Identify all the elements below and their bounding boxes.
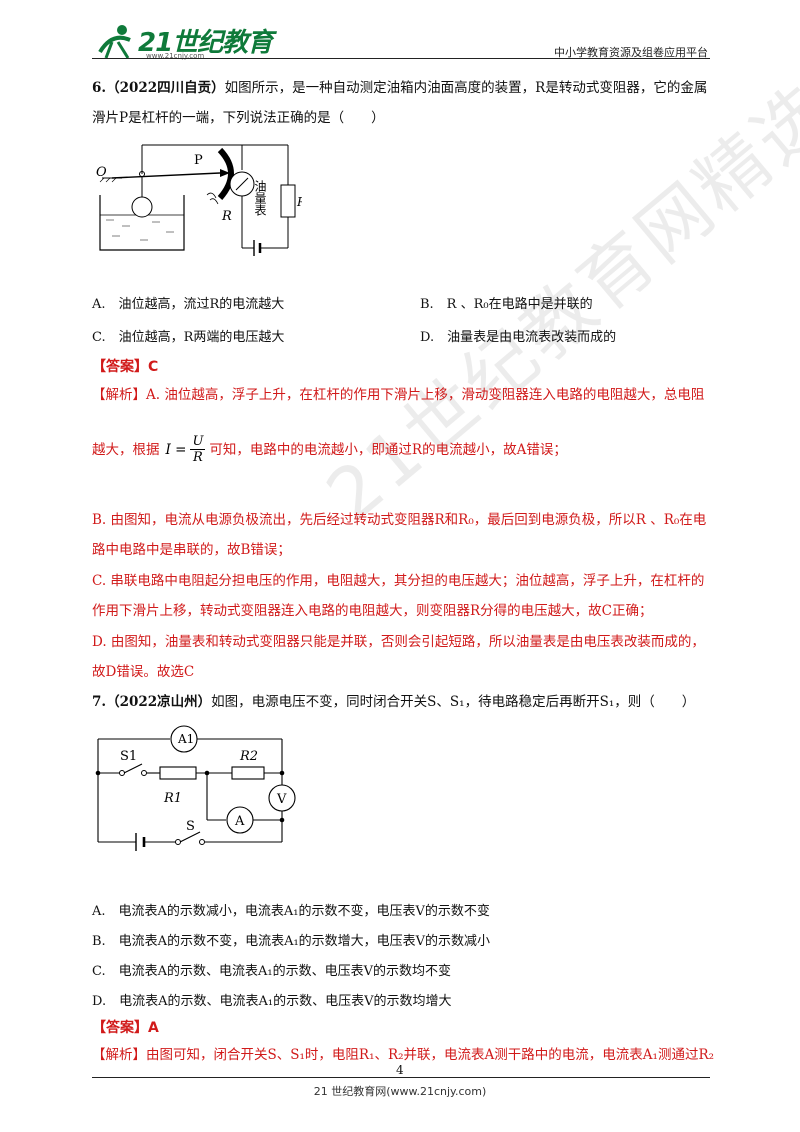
q6-analysis-line2-post: 可知，电路中的电流越小，即通过R的电流越小，故A错误；	[209, 441, 567, 458]
logo-icon	[98, 25, 131, 59]
q7-stem: 7.（2022凉山州）如图，电源电压不变，同时闭合开关S、S₁，待电路稳定后再断…	[92, 690, 695, 714]
q6-label-r0: R0	[296, 195, 302, 209]
q7-analysis-line1: 【解析】由图可知，闭合开关S、S₁时，电阻R₁、R₂并联，电流表A测干路中的电流…	[92, 1047, 715, 1063]
q7-option-c[interactable]: C. 电流表A的示数、电流表A₁的示数、电压表V的示数均不变	[92, 964, 451, 979]
q6-option-a[interactable]: A. 油位越高，流过R的电流越大	[92, 297, 285, 312]
q7-label-r2: R2	[239, 749, 258, 764]
q7-option-d[interactable]: D. 电流表A的示数、电流表A₁的示数、电压表V的示数均增大	[92, 994, 452, 1009]
page-number: 4	[396, 1063, 404, 1077]
q6-analysis-line5: C. 串联电路中电阻起分担电压的作用，电阻越大，其分担的电压越大；油位越高，浮子…	[92, 573, 705, 589]
q6-label-r: R	[221, 209, 232, 224]
q7-source: （2022凉山州）	[106, 694, 212, 710]
q6-answer: 【答案】C	[92, 359, 159, 375]
q6-option-d[interactable]: D. 油量表是由电流表改装而成的	[420, 330, 617, 345]
q6-analysis-line1: 【解析】A. 油位越高，浮子上升，在杠杆的作用下滑片上移，滑动变阻器连入电路的电…	[92, 387, 705, 403]
formula-numerator: U	[190, 434, 206, 450]
q6-stem-line2: 滑片P是杠杆的一端，下列说法正确的是（ ）	[92, 110, 385, 126]
logo-text: 21世纪教育	[138, 28, 273, 58]
q7-label-s: S	[186, 819, 195, 834]
q6-option-b[interactable]: B. R 、R₀在电路中是并联的	[420, 297, 593, 312]
q6-label-o: O	[96, 165, 107, 180]
q7-label-v: V	[276, 792, 287, 807]
q6-analysis-line2: 越大，根据 I = U R 可知，电路中的电流越小，即通过R的电流越小，故A错误…	[92, 434, 567, 465]
q6-number: 6.	[92, 80, 107, 96]
q7-label-a1: A1	[177, 732, 194, 746]
q7-option-b[interactable]: B. 电流表A的示数不变，电流表A₁的示数增大，电压表V的示数减小	[92, 934, 491, 949]
footer-divider	[92, 1077, 710, 1078]
footer-site: 21 世纪教育网(www.21cnjy.com)	[313, 1085, 487, 1098]
q6-stem-line1: 如图所示，是一种自动测定油箱内油面高度的装置，R是转动式变阻器，它的金属	[224, 80, 708, 96]
q6-analysis-line8: 故D错误。故选C	[92, 664, 195, 680]
q6-analysis-line6: 作用下滑片上移，转动式变阻器连入电路的电阻越大，则变阻器R分得的电压越大，故C正…	[92, 603, 653, 619]
logo-url: www.21cnjy.com	[146, 52, 205, 60]
q6-analysis-line3: B. 由图知，电流从电源负极流出，先后经过转动式变阻器R和R₀，最后回到电源负极…	[92, 512, 707, 528]
q7-option-a[interactable]: A. 电流表A的示数减小，电流表A₁的示数不变，电压表V的示数不变	[92, 904, 490, 919]
formula-lhs: I =	[165, 441, 187, 458]
q7-stem-text: 如图，电源电压不变，同时闭合开关S、S₁，待电路稳定后再断开S₁，则（ ）	[211, 694, 696, 710]
q6-label-p: P	[194, 153, 203, 168]
q6-stem: 6.（2022四川自贡）如图所示，是一种自动测定油箱内油面高度的装置，R是转动式…	[92, 76, 732, 100]
q6-source: （2022四川自贡）	[106, 80, 225, 96]
q6-analysis-line2-pre: 越大，根据	[92, 441, 160, 458]
q7-answer: 【答案】A	[92, 1020, 159, 1036]
formula-fraction: U R	[190, 434, 206, 465]
q6-analysis-line4: 路中电路中是串联的，故B错误；	[92, 542, 291, 558]
formula-denominator: R	[193, 450, 203, 465]
q7-number: 7.	[92, 694, 107, 710]
q6-label-meter: 油量表	[253, 180, 267, 216]
q6-analysis-line7: D. 由图知，油量表和转动式变阻器只能是并联，否则会引起短路，所以油量表是由电压…	[92, 634, 705, 650]
q6-option-c[interactable]: C. 油位越高，R两端的电压越大	[92, 330, 285, 345]
header-divider	[92, 58, 710, 59]
q7-circuit-figure: S1 A1 R2 R1 V A S	[95, 725, 296, 851]
q7-label-s1: S1	[120, 749, 137, 764]
q6-circuit-figure: O P R R0 油量表	[96, 144, 302, 256]
q7-label-a: A	[234, 814, 245, 829]
platform-title: 中小学教育资源及组卷应用平台	[554, 46, 708, 59]
q7-label-r1: R1	[163, 791, 182, 806]
